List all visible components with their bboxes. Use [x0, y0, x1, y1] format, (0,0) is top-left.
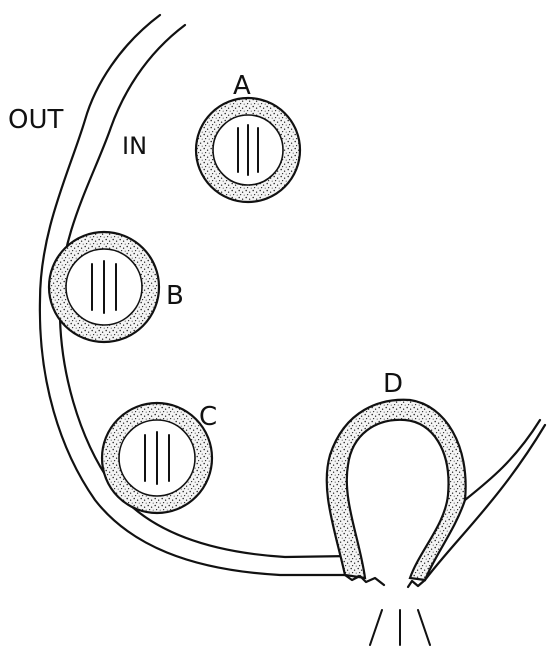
label-b: B: [166, 281, 184, 311]
vesicle-a: [196, 98, 300, 202]
vesicle-b: [49, 232, 159, 342]
vesicle-d-membrane: [327, 400, 466, 580]
release-line-3: [418, 610, 430, 645]
release-line-1: [370, 610, 382, 645]
vesicle-c: [102, 403, 212, 513]
label-d: D: [383, 369, 403, 399]
label-out: OUT: [8, 105, 63, 135]
label-c: C: [199, 402, 217, 432]
label-in: IN: [122, 132, 147, 160]
pore-right-lip: [408, 580, 425, 587]
label-a: A: [233, 71, 251, 101]
